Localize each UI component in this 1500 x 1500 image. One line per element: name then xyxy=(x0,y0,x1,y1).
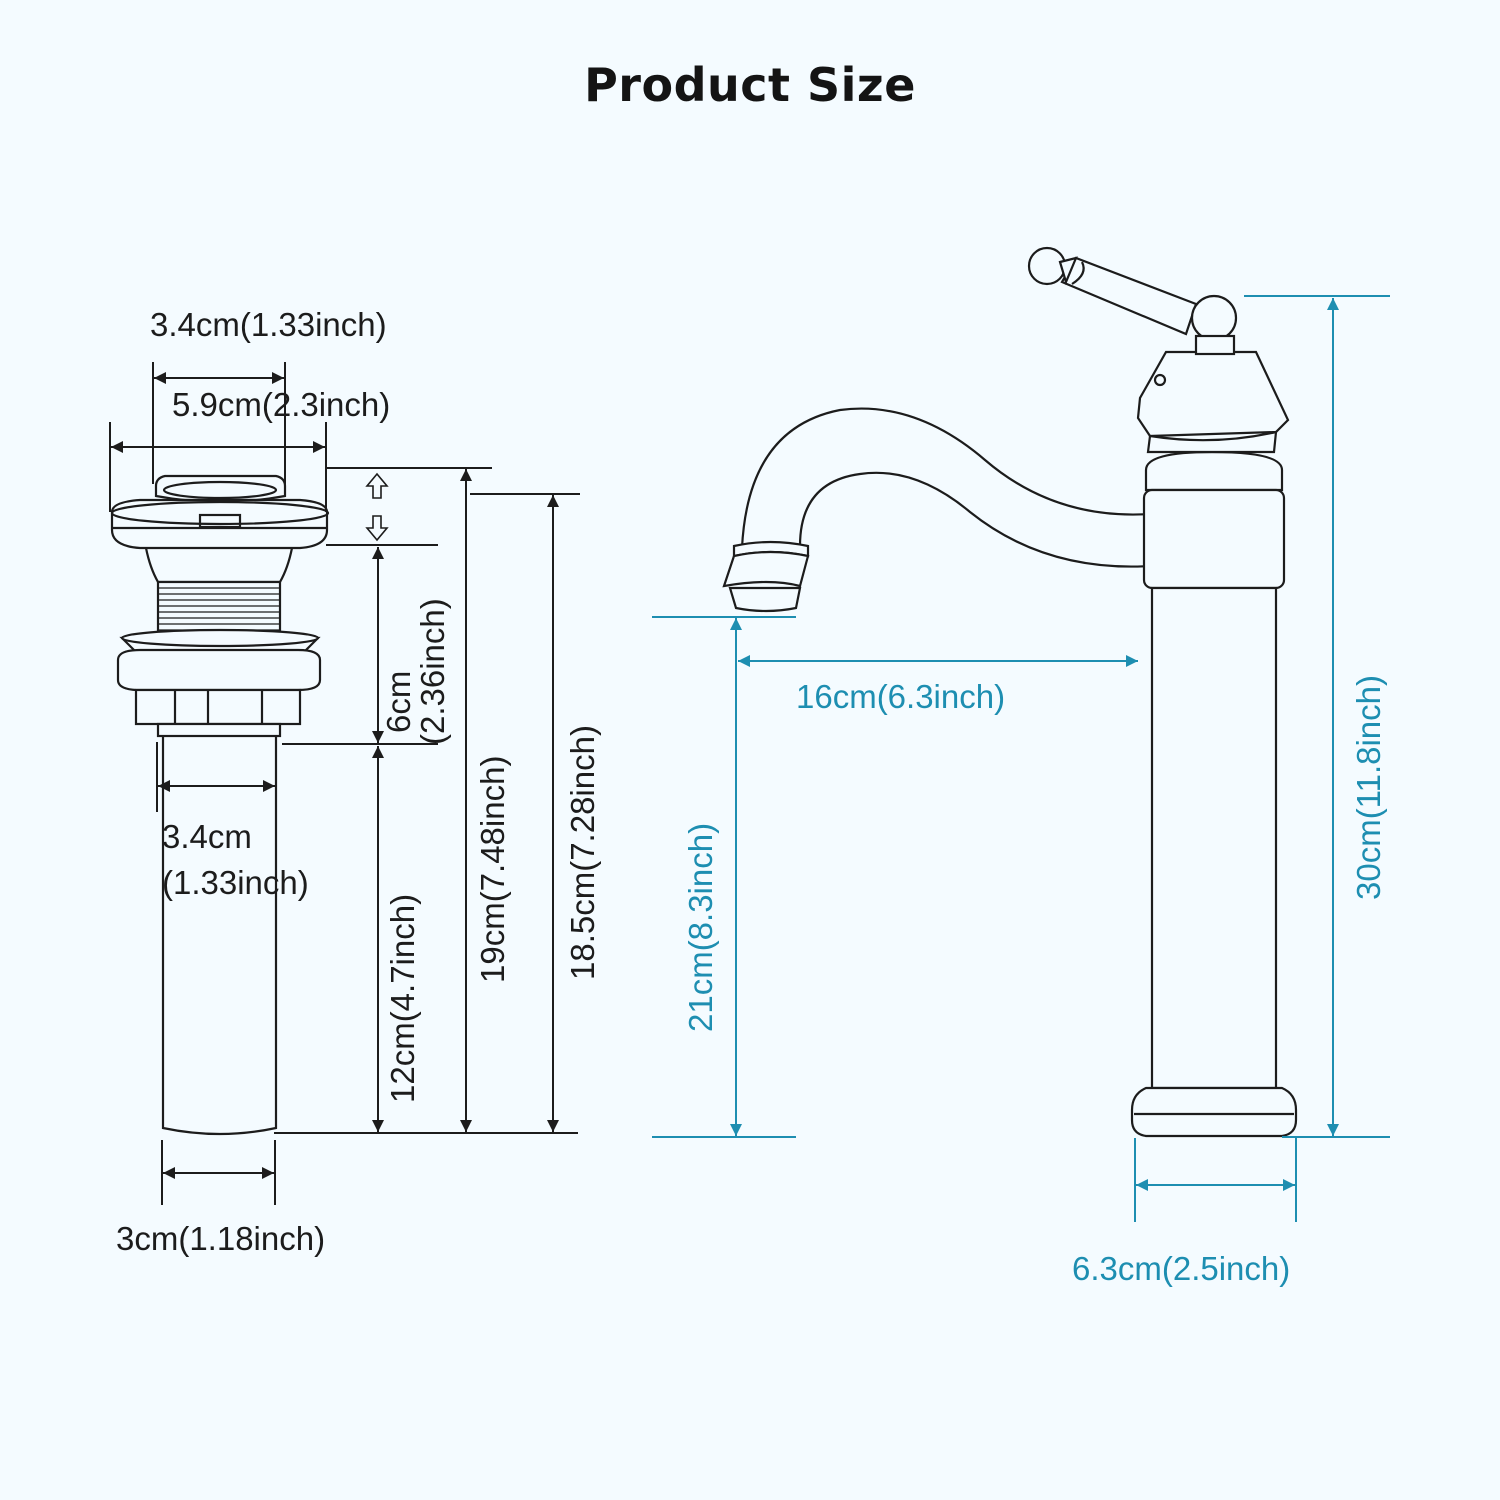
faucet-spout-reach-label: 16cm(6.3inch) xyxy=(796,678,1006,715)
faucet-dimensions xyxy=(652,295,1390,1222)
drain-top-inner-width-label: 3.4cm(1.33inch) xyxy=(150,306,387,343)
drain-body-height-label: 18.5cm(7.28inch) xyxy=(564,725,601,980)
drain-thread-height-label: 6cm xyxy=(380,670,417,733)
drain-thread-height-unit-label: (2.36inch) xyxy=(414,598,451,745)
drain-pipe-width-unit-label: (1.33inch) xyxy=(162,864,309,901)
drain-pipe-length-label: 12cm(4.7inch) xyxy=(384,893,421,1103)
faucet-total-height-label: 30cm(11.8inch) xyxy=(1350,675,1387,900)
drain-flange-width-label: 5.9cm(2.3inch) xyxy=(172,386,391,423)
faucet-spout-height-label: 21cm(8.3inch) xyxy=(682,822,719,1032)
drain-dimensions xyxy=(109,362,580,1205)
pop-up-travel-icon xyxy=(365,472,389,542)
drain-total-height-label: 19cm(7.48inch) xyxy=(474,755,511,983)
faucet-drawing xyxy=(722,246,1298,1138)
drain-bottom-width-label: 3cm(1.18inch) xyxy=(116,1220,326,1257)
page-title: Product Size xyxy=(584,58,916,112)
drain-drawing xyxy=(110,474,330,1136)
faucet-base-diameter-label: 6.3cm(2.5inch) xyxy=(1072,1250,1291,1287)
drain-pipe-width-label: 3.4cm xyxy=(162,818,252,855)
